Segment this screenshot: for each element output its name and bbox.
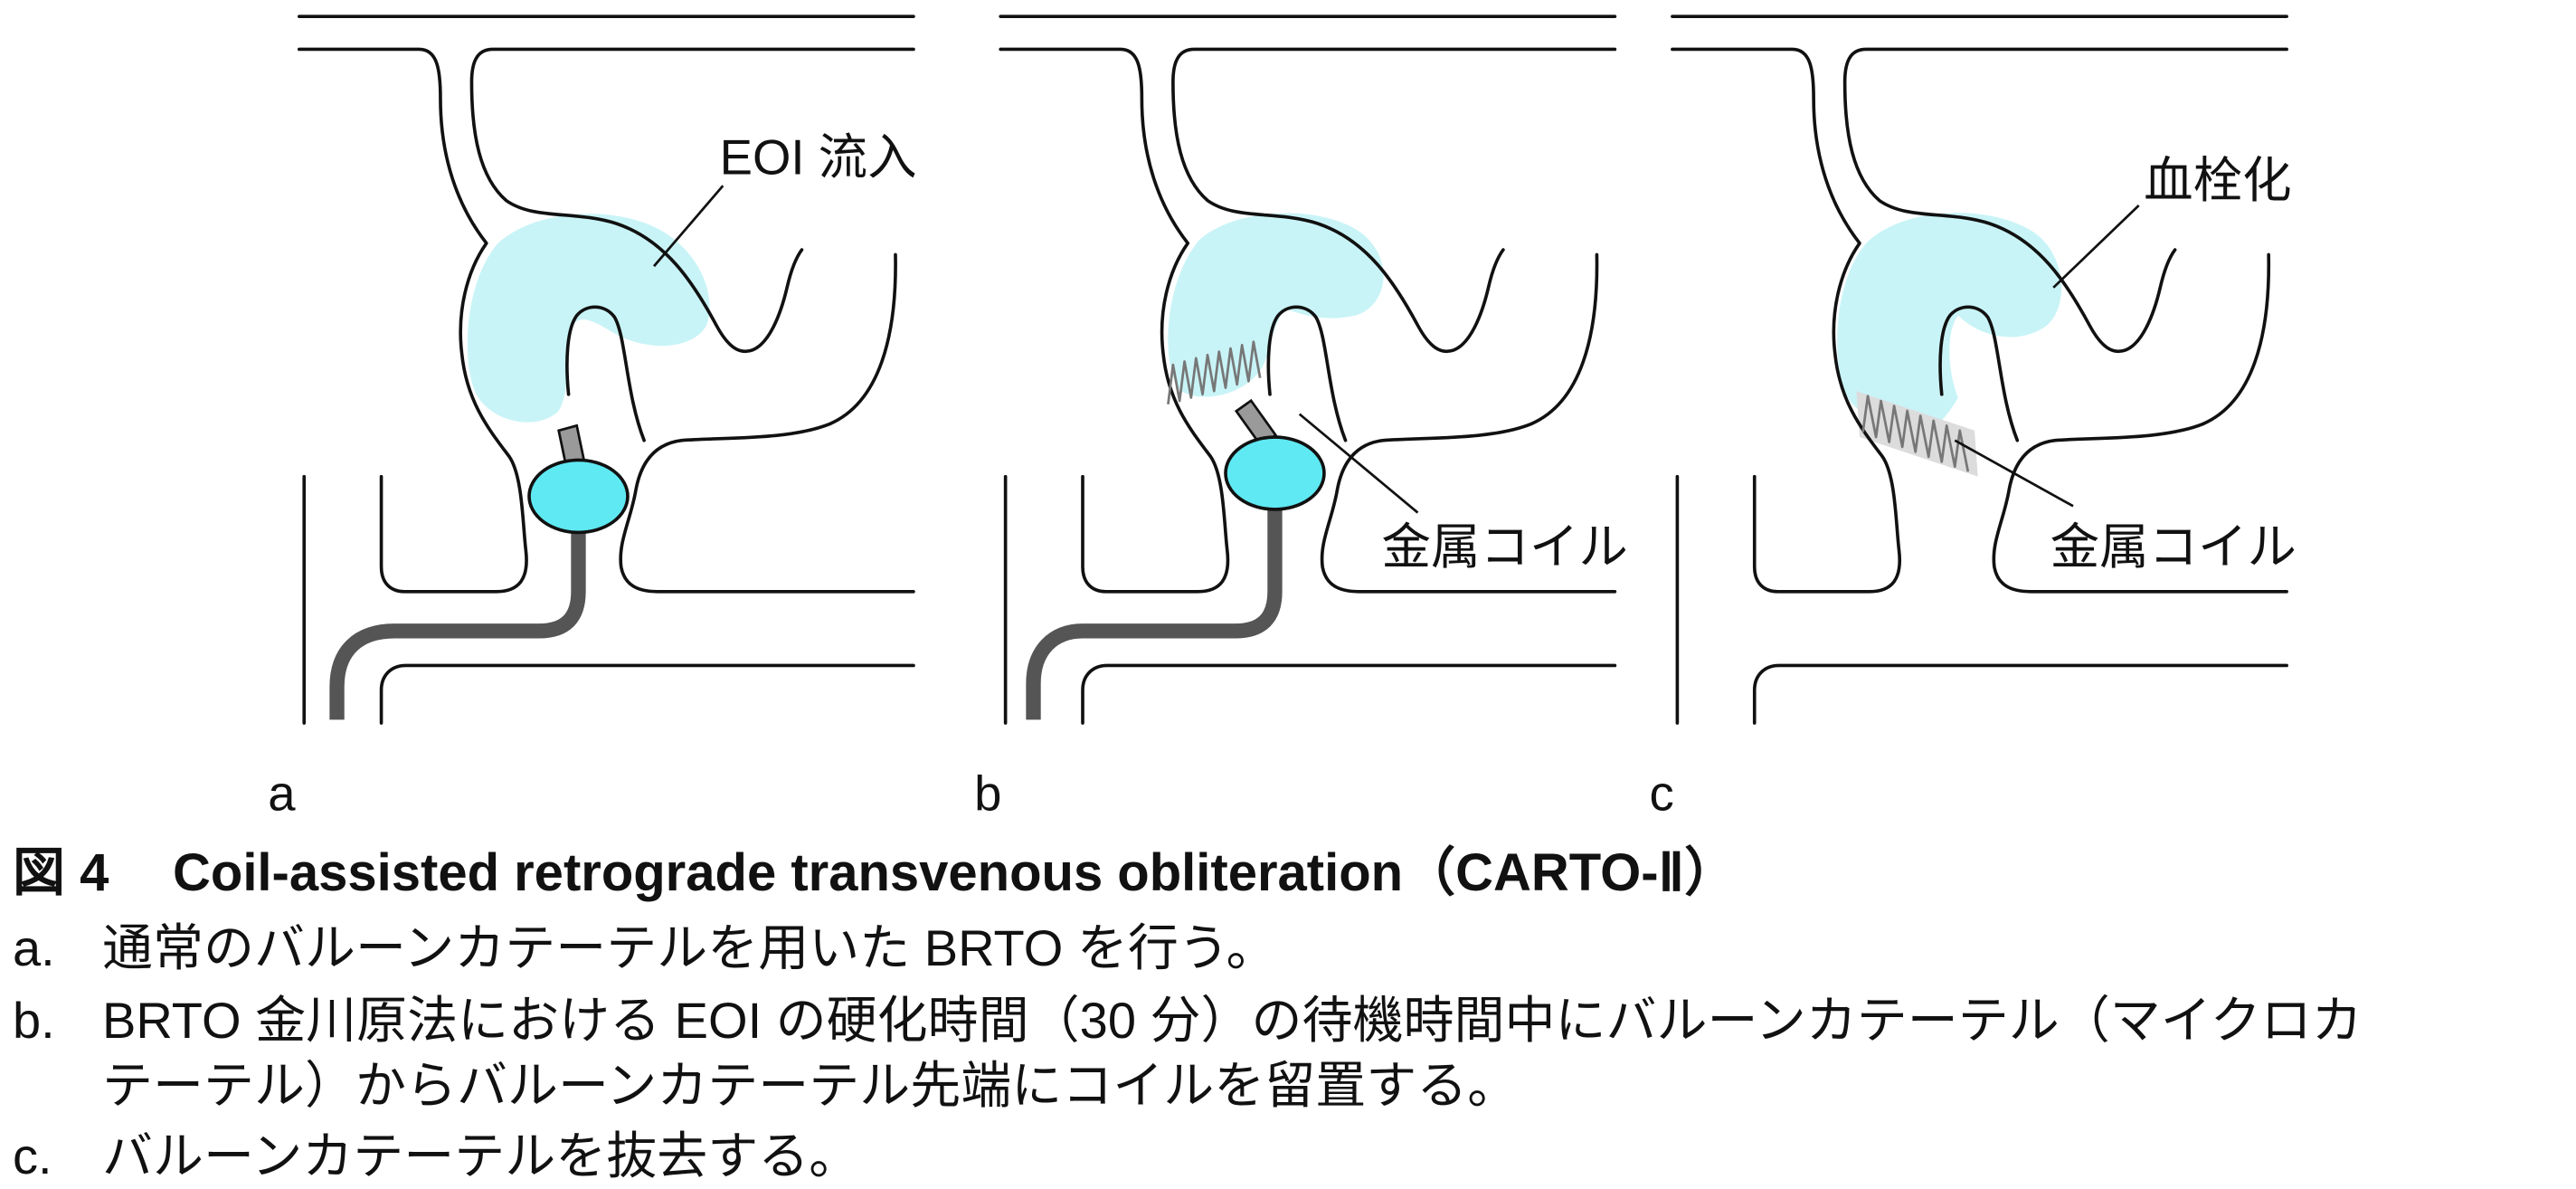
annotation-leader-thrombus <box>2052 205 2140 289</box>
legend-item-c: c. バルーンカテーテルを抜去する。 <box>13 1130 2563 1183</box>
figure-title: Coil-assisted retrograde transvenous obl… <box>173 843 1738 902</box>
thrombosed-varix-fill <box>1837 213 2062 431</box>
legend-item-a: a. 通常のバルーンカテーテルを用いた BRTO を行う。 <box>13 922 2563 975</box>
panel-a: EOI 流入 a <box>268 14 917 821</box>
panel-letter-c: c <box>1650 766 1674 821</box>
annotation-leader-eoi <box>652 185 724 268</box>
vessel-anatomy-a <box>297 14 915 725</box>
annotation-leader-coil <box>1954 439 2074 508</box>
metal-coil <box>1861 395 1970 472</box>
panel-c: 血栓化 金属コイル c <box>1650 14 2297 821</box>
metal-coil <box>1167 340 1262 404</box>
panel-b: 金属コイル b <box>974 14 1628 821</box>
balloon-catheter <box>1026 506 1283 720</box>
balloon-catheter <box>329 528 586 720</box>
figure-diagrams: EOI 流入 a 金属コイル b 血栓化 金属コイル c <box>268 14 2297 821</box>
annotation-thrombosis: 血栓化 <box>2144 153 2291 208</box>
annotation-metal-coil: 金属コイル <box>2050 519 2297 575</box>
legend-marker: c. <box>13 1127 52 1184</box>
legend-text: 通常のバルーンカテーテルを用いた BRTO を行う。 <box>102 919 1277 976</box>
legend-marker: a. <box>13 919 55 976</box>
legend-text: BRTO 金川原法における EOI の硬化時間（30 分）の待機時間中にバルーン… <box>102 992 2363 1049</box>
annotation-eoi-inflow: EOI 流入 <box>720 129 917 185</box>
panel-letter-b: b <box>974 766 1001 821</box>
microcatheter-tip <box>1234 398 1278 448</box>
annotation-metal-coil: 金属コイル <box>1382 519 1628 575</box>
annotation-leader-coil <box>1298 413 1419 514</box>
panel-letter-a: a <box>268 766 296 821</box>
occlusion-balloon <box>527 458 630 535</box>
legend-item-b: b. BRTO 金川原法における EOI の硬化時間（30 分）の待機時間中にバ… <box>13 994 2563 1047</box>
figure-number: 図 4 <box>13 843 109 902</box>
vessel-anatomy-c <box>1671 14 2288 725</box>
caption-title-line: 図 4 Coil-assisted retrograde transvenous… <box>13 843 2563 903</box>
varix-eoi-fill <box>1168 213 1384 397</box>
legend-text: テーテル）からバルーンカテーテル先端にコイルを留置する。 <box>102 1057 1519 1114</box>
legend-text: バルーンカテーテルを抜去する。 <box>102 1127 860 1184</box>
vessel-anatomy-b <box>999 14 1617 725</box>
legend-item-b-continued: テーテル）からバルーンカテーテル先端にコイルを留置する。 <box>13 1060 2563 1112</box>
legend-marker: b. <box>13 992 55 1049</box>
varix-eoi-fill <box>467 214 710 423</box>
occlusion-balloon <box>1224 435 1326 511</box>
